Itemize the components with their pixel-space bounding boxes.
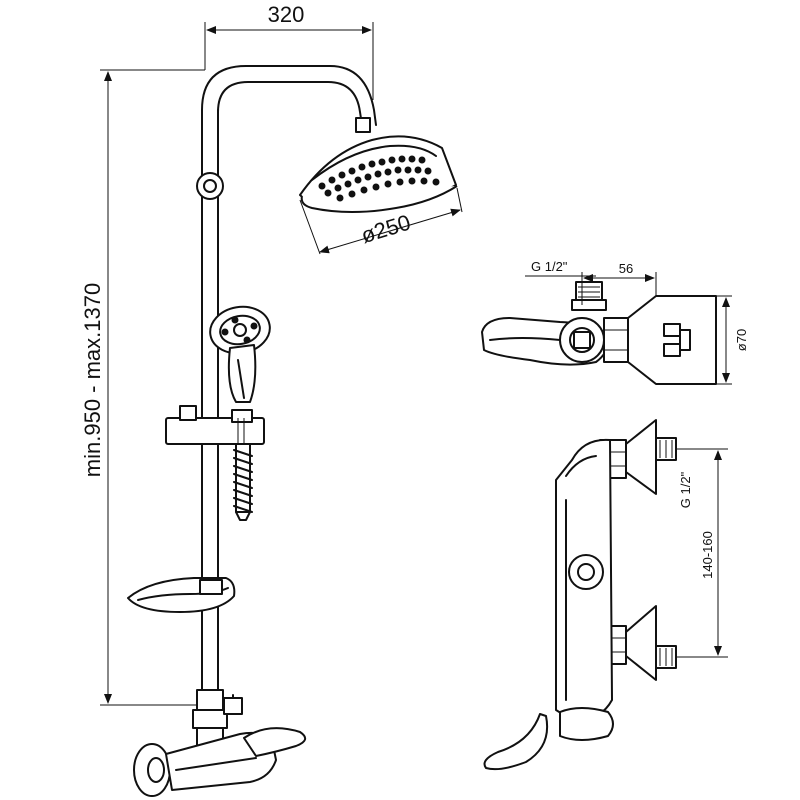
slide-bar-holder (165, 405, 265, 445)
dimension-offset-56: 56 (581, 261, 657, 305)
inlet-thread-side-label: G 1/2" (678, 471, 693, 508)
mixer-side-view (483, 419, 677, 771)
head-diameter-label: ø250 (358, 210, 413, 249)
bath-mixer-front (133, 727, 307, 797)
mixer-top-view (481, 281, 717, 385)
height-range-label: min.950 - max.1370 (80, 283, 105, 477)
inlet-spacing-label: 140-160 (700, 531, 715, 579)
dimension-thread-top: G 1/2" (525, 259, 596, 277)
shower-hose (233, 443, 253, 521)
hand-shower (209, 305, 271, 403)
overhead-shower-head (299, 135, 458, 213)
dimension-inlet-spacing: 140-160 (676, 448, 728, 658)
shower-head-nozzles (318, 155, 440, 202)
inlet-thread-top-label: G 1/2" (531, 259, 568, 274)
dimension-height: min.950 - max.1370 (80, 69, 210, 706)
offset-56-label: 56 (619, 261, 633, 276)
arm-width-label: 320 (268, 2, 305, 27)
soap-dish (127, 577, 236, 613)
dimension-diameter-70: ø70 (716, 295, 749, 385)
dimension-thread-side: G 1/2" (676, 448, 695, 508)
diameter-70-label: ø70 (734, 329, 749, 351)
dimension-arm-width: 320 (204, 2, 374, 100)
